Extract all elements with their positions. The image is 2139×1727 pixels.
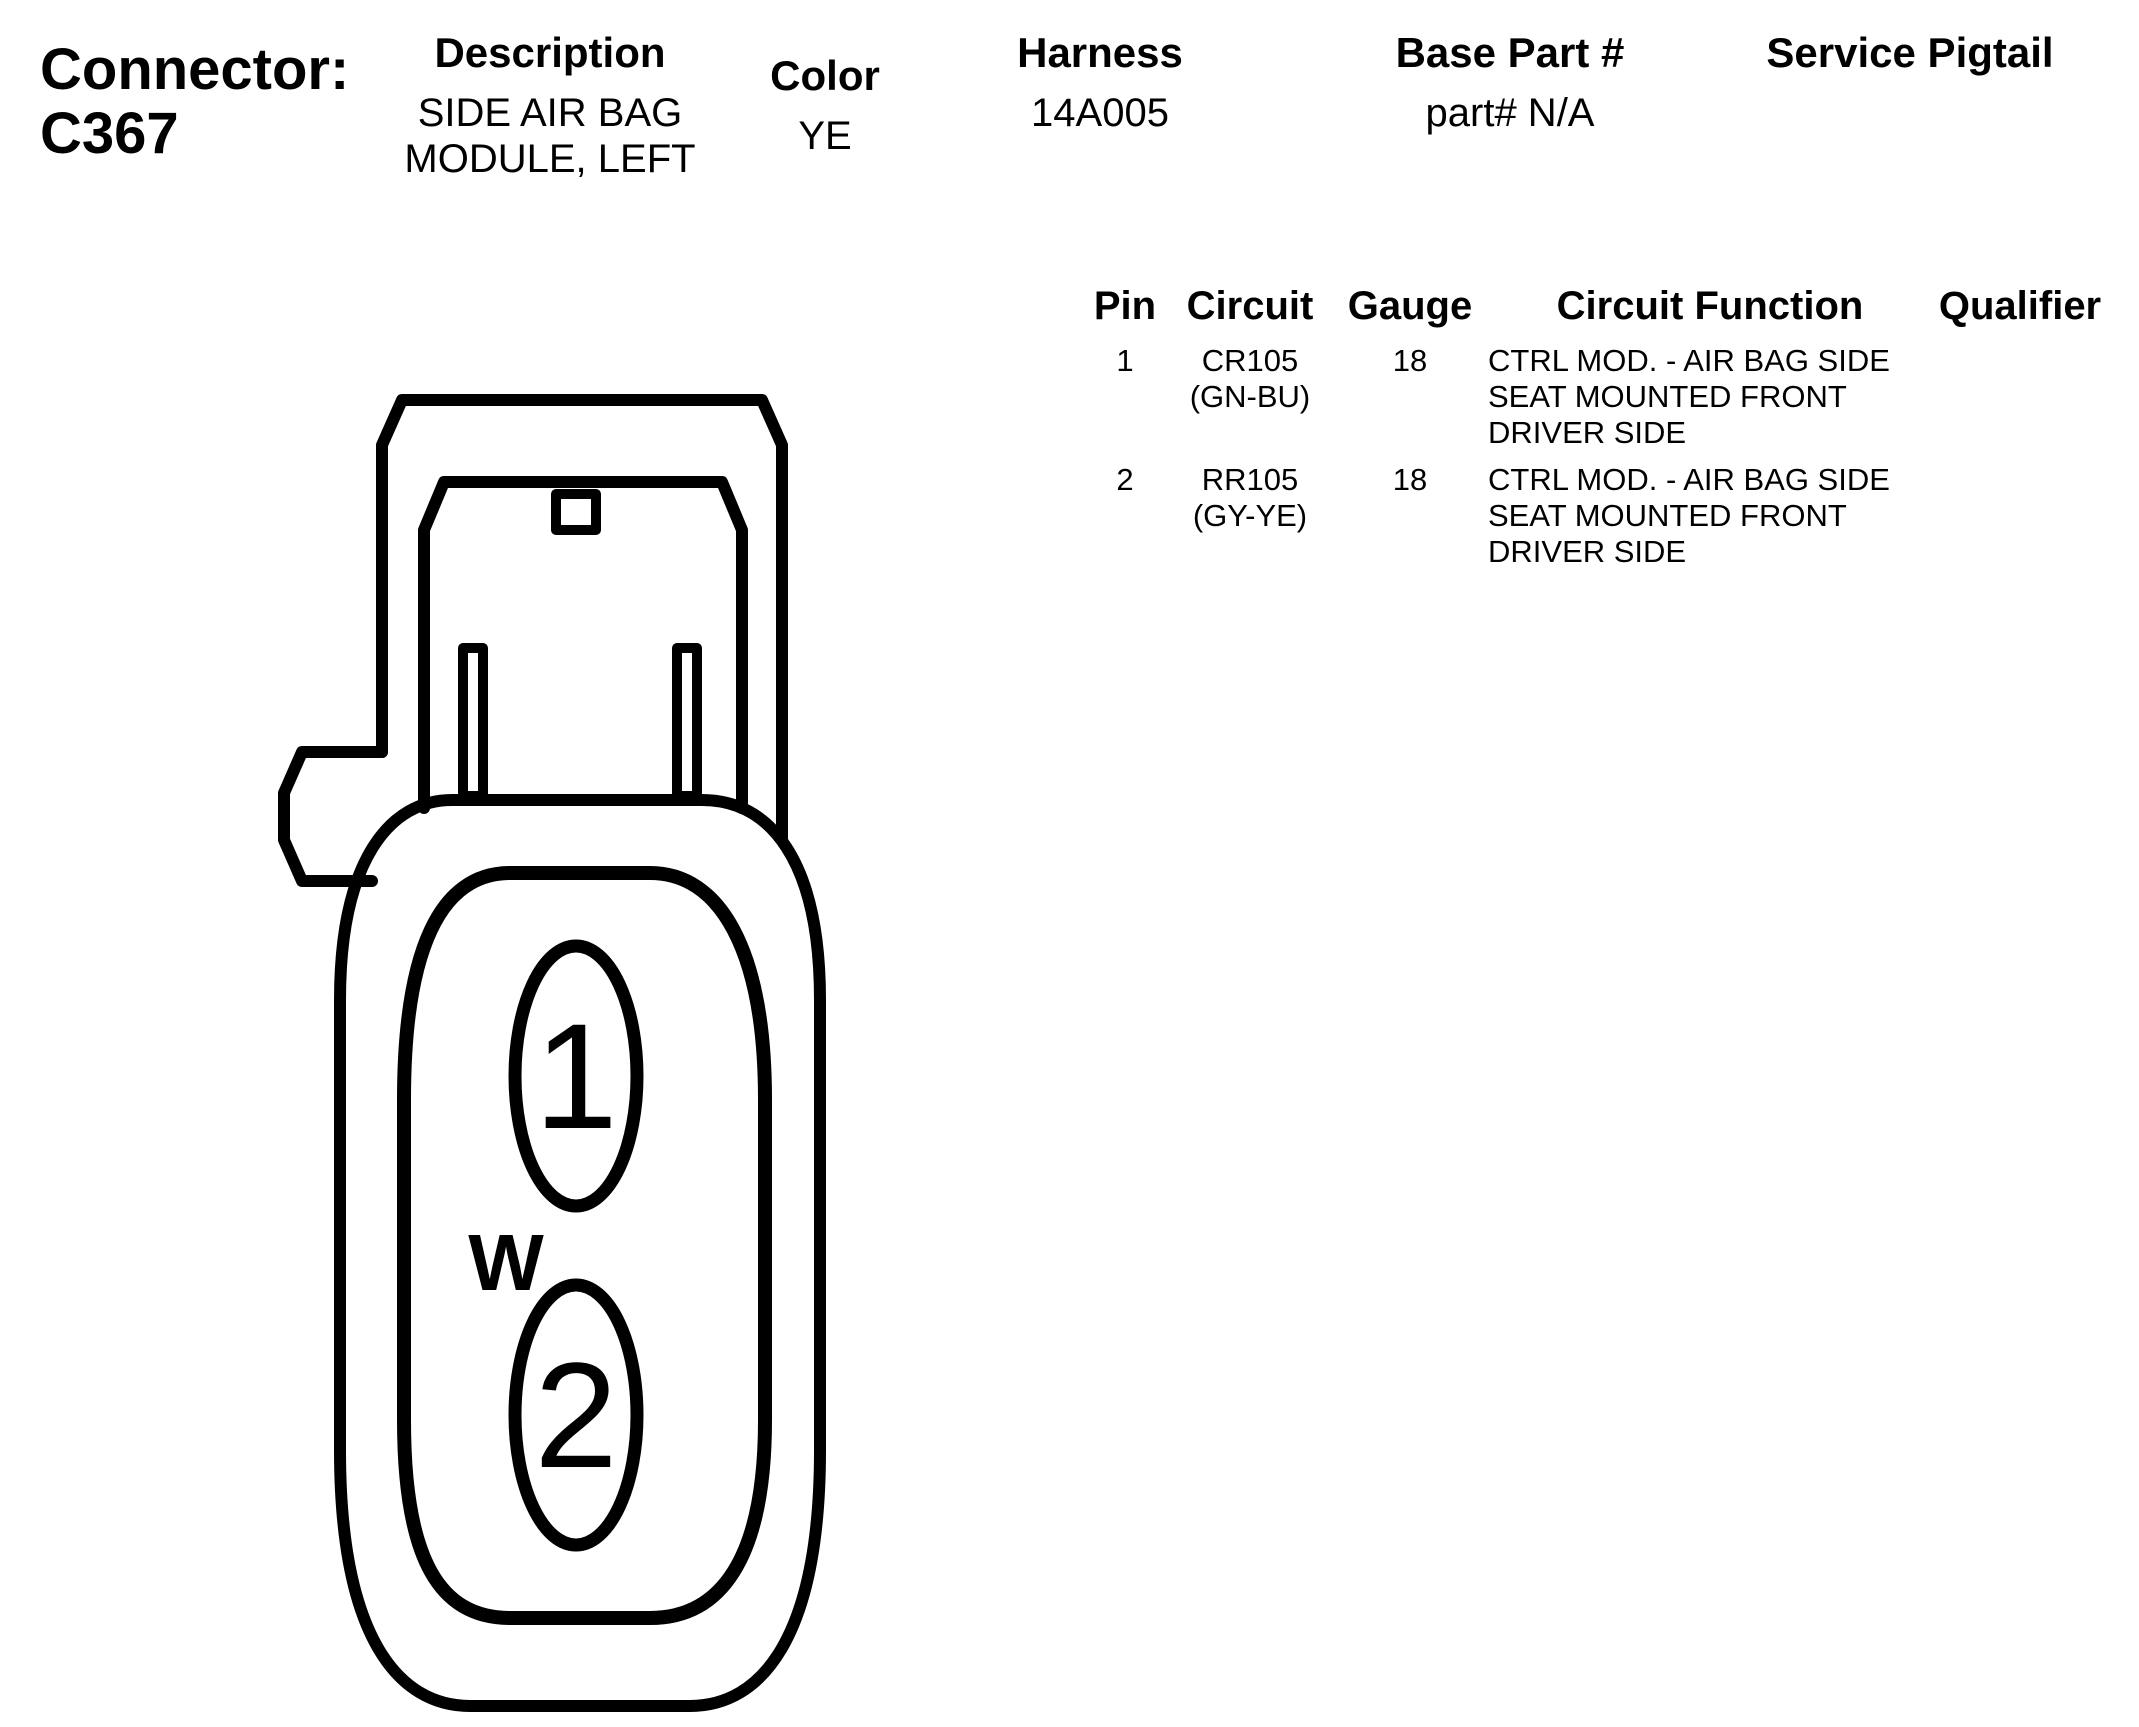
description-line-2: MODULE, LEFT [404, 137, 696, 181]
pin-1-label: 1 [534, 992, 617, 1160]
connector-id: C367 [40, 101, 179, 166]
circuit-function-cell: CTRL MOD. - AIR BAG SIDE SEAT MOUNTED FR… [1488, 462, 1928, 570]
description-line-1: SIDE AIR BAG [417, 91, 683, 135]
base-part-value: part# N/A [1425, 91, 1595, 135]
color-title: Color [770, 52, 880, 99]
harness-title: Harness [1017, 29, 1183, 76]
connector-body-outer [334, 794, 826, 1712]
connector-label: Connector: [40, 37, 350, 102]
color-value: YE [798, 114, 852, 158]
harness-value: 14A005 [1031, 91, 1169, 135]
side-tab [278, 746, 388, 887]
circuit-id: RR105 [1201, 462, 1299, 497]
connector-name: Connector: C367 [40, 38, 349, 166]
key-mark: W [468, 1218, 544, 1307]
pin-header: Pin [1093, 284, 1157, 328]
circuit-function-cell: CTRL MOD. - AIR BAG SIDE SEAT MOUNTED FR… [1488, 343, 1928, 451]
pin-number: 1 [1116, 343, 1134, 378]
function-line: SEAT MOUNTED FRONT [1488, 379, 1847, 414]
circuit-cell: RR105 (GY-YE) [1170, 462, 1330, 534]
pin-1-cavity [508, 939, 644, 1213]
description-value: SIDE AIR BAG MODULE, LEFT [380, 90, 720, 182]
latch-notch [551, 489, 601, 535]
circuit-color: (GN-BU) [1189, 379, 1311, 414]
latch-inner [418, 476, 748, 814]
pin-number: 2 [1116, 462, 1134, 497]
function-line: CTRL MOD. - AIR BAG SIDE [1488, 343, 1890, 378]
pin-2-label: 2 [534, 1331, 617, 1499]
qualifier-header: Qualifier [1938, 284, 2102, 328]
circuit-cell: CR105 (GN-BU) [1170, 343, 1330, 415]
terminal-blade-right [672, 643, 702, 801]
function-line: DRIVER SIDE [1488, 534, 1687, 569]
gauge-header: Gauge [1347, 284, 1473, 328]
service-pigtail-title: Service Pigtail [1766, 29, 2054, 76]
circuit-color: (GY-YE) [1192, 498, 1308, 533]
terminal-blade-left [458, 643, 488, 801]
base-part-title: Base Part # [1395, 29, 1625, 76]
pin-2-cavity [508, 1278, 644, 1552]
function-line: CTRL MOD. - AIR BAG SIDE [1488, 462, 1890, 497]
latch-housing [376, 394, 788, 844]
circuit-id: CR105 [1201, 343, 1299, 378]
function-line: DRIVER SIDE [1488, 415, 1687, 450]
connector-body-inner [397, 866, 772, 1625]
gauge-cell: 18 [1392, 343, 1428, 378]
description-title: Description [434, 29, 666, 76]
circuit-header: Circuit [1186, 284, 1314, 328]
function-line: SEAT MOUNTED FRONT [1488, 498, 1847, 533]
circuit-function-header: Circuit Function [1556, 284, 1864, 328]
gauge-cell: 18 [1392, 462, 1428, 497]
